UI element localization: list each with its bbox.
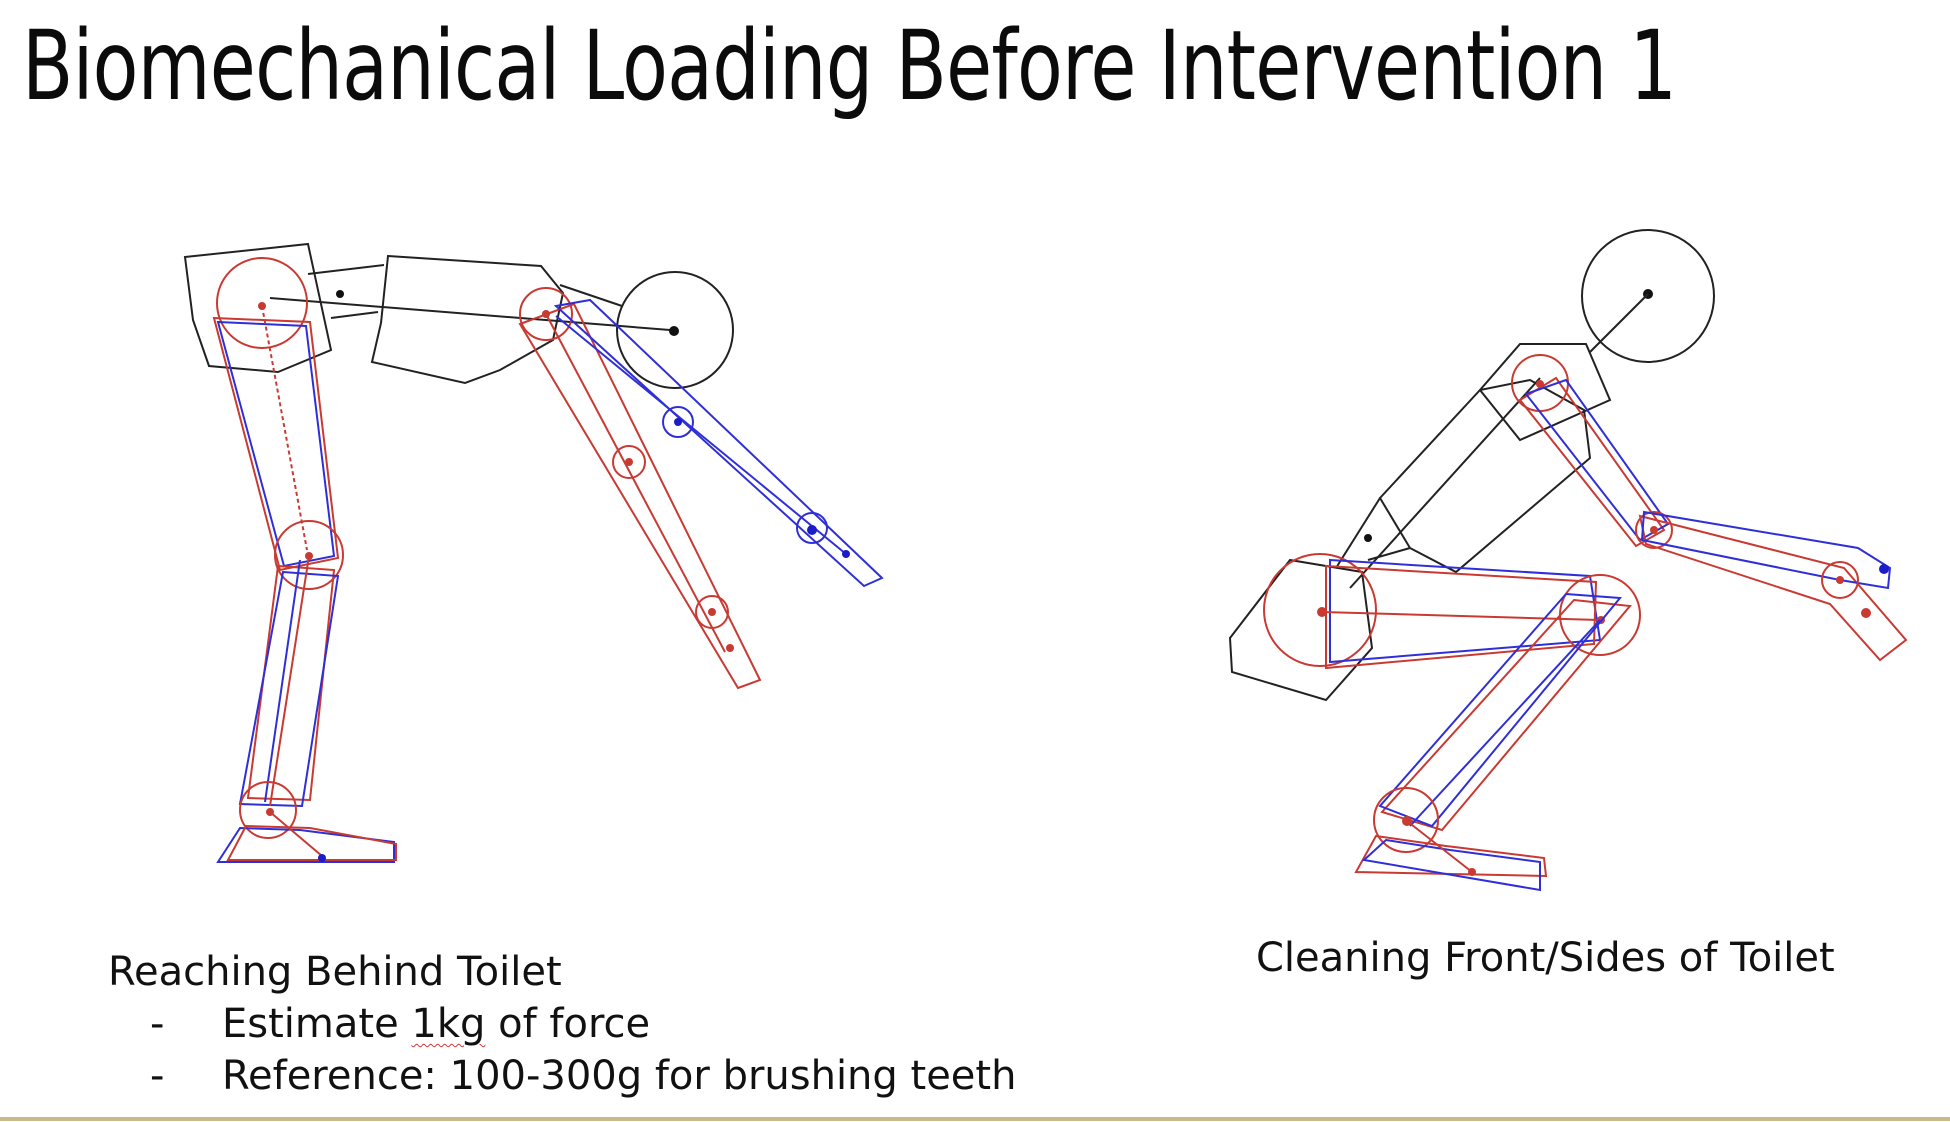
bullet-dash: - — [150, 1053, 165, 1099]
foot-segment-red — [1354, 834, 1548, 878]
elbow-joint-blue — [662, 406, 694, 438]
reaching-notes-list: - Estimate 1kg of force - Reference: 100-3… — [150, 998, 1016, 1102]
knee-joint — [274, 520, 344, 590]
torso-outline — [1378, 378, 1592, 574]
head-outline — [616, 271, 734, 389]
foot-segment-blue — [216, 826, 395, 863]
ankle-joint — [239, 781, 297, 839]
hip-joint — [1263, 553, 1377, 667]
caption-cleaning-front-sides: Cleaning Front/Sides of Toilet — [1256, 935, 1835, 981]
foot-segment-red — [226, 824, 397, 861]
spine-line — [269, 297, 671, 331]
pelvis-outline — [183, 242, 333, 374]
bullet-dash: - — [150, 1001, 165, 1047]
thigh-segment-red — [212, 316, 340, 572]
wrist-joint-red — [695, 595, 729, 629]
bullet-text-before: Estimate — [222, 1001, 412, 1047]
bottom-divider — [0, 1117, 1950, 1121]
bullet-text: Reference: 100-300g for brushing teeth — [222, 1053, 1017, 1099]
shank-segment-red — [1380, 598, 1632, 832]
caption-reaching-behind-toilet: Reaching Behind Toilet — [108, 949, 562, 995]
elbow-joint — [1635, 511, 1673, 549]
forearm-segment-red — [1638, 514, 1908, 662]
upper-arm-segment-blue — [1524, 378, 1670, 542]
hip-joint — [216, 257, 308, 349]
neck-outline — [1478, 343, 1612, 442]
thigh-segment-blue — [216, 320, 336, 568]
spellcheck-flagged-word: 1kg — [411, 1001, 486, 1047]
elbow-joint-red — [612, 445, 646, 479]
arm-segment-red — [518, 302, 762, 690]
arm-segment-blue — [553, 298, 884, 588]
torso-outline — [370, 254, 565, 385]
shoulder-joint — [519, 287, 573, 341]
head-outline — [1581, 229, 1715, 363]
shank-segment-blue — [238, 570, 340, 808]
shank-segment-red — [246, 564, 336, 802]
wrist-joint — [1821, 561, 1859, 599]
squatting-pose-diagram — [1228, 229, 1908, 892]
slide-title: Biomechanical Loading Before Interventio… — [22, 10, 1677, 122]
upper-arm-segment-red — [1518, 376, 1666, 548]
reaching-pose-diagram — [183, 242, 884, 863]
ankle-joint — [1373, 787, 1439, 853]
figure-reaching-behind-toilet — [170, 220, 910, 900]
list-item: - Estimate 1kg of force — [150, 998, 1016, 1050]
forearm-segment-blue — [1640, 510, 1892, 590]
foot-segment-blue — [1361, 838, 1541, 892]
wrist-joint-blue — [796, 512, 828, 544]
thigh-segment-blue — [1329, 558, 1602, 664]
list-item: - Reference: 100-300g for brushing teeth — [150, 1050, 1016, 1102]
pelvis-outline — [1228, 558, 1374, 702]
thigh-segment-red — [1325, 564, 1598, 670]
shank-segment-blue — [1378, 592, 1623, 828]
figure-cleaning-front-sides — [1200, 210, 1920, 910]
bullet-text-after: of force — [485, 1001, 651, 1047]
